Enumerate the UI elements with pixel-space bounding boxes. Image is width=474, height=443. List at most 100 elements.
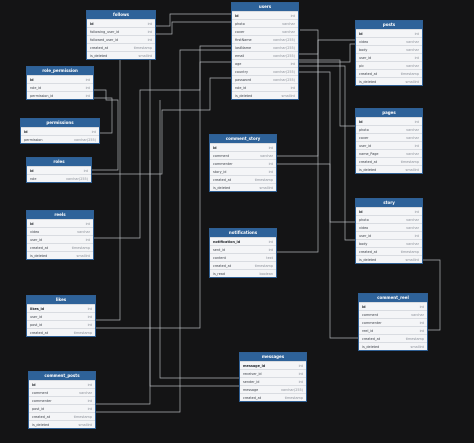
table-header[interactable]: story (356, 199, 422, 207)
table-header[interactable]: role_permission (27, 67, 93, 75)
table-header[interactable]: messages (240, 353, 306, 361)
table-header[interactable]: follows (87, 11, 155, 19)
table-header[interactable]: comment_story (210, 135, 276, 143)
table-header[interactable]: users (232, 3, 298, 11)
table-header[interactable]: permissions (21, 119, 99, 127)
table-header[interactable]: posts (356, 21, 422, 29)
table-header[interactable]: comment_reel (359, 294, 427, 302)
table-header[interactable]: comment_posts (29, 372, 95, 380)
table-header[interactable]: notifications (210, 229, 276, 237)
table-header[interactable]: pages (356, 109, 422, 117)
table-header[interactable]: likes (27, 296, 95, 304)
table-header[interactable]: roles (27, 158, 91, 166)
